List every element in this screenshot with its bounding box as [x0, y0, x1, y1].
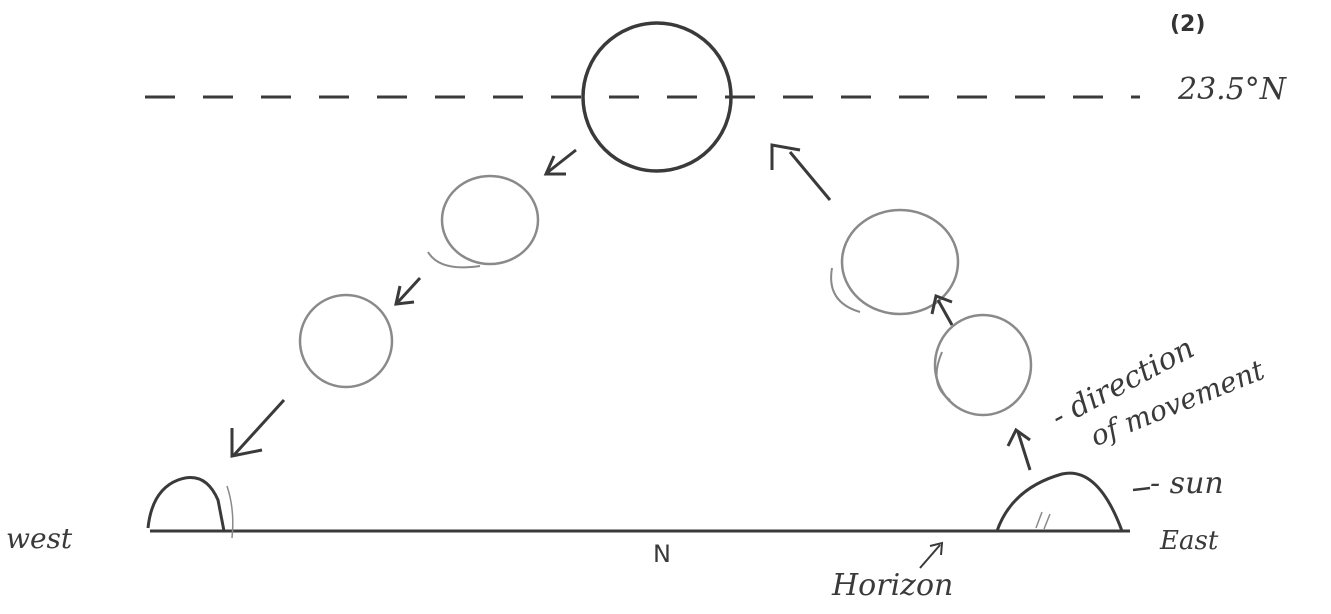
sun-west-mid — [298, 293, 394, 389]
sun-east-mid-shading — [935, 351, 951, 401]
sun-east-high-shading — [830, 267, 861, 313]
arrow-east-3 — [770, 143, 832, 201]
horizon-pointer-arrow — [919, 541, 944, 569]
north-label: N — [653, 540, 671, 568]
sun-setting-west — [146, 476, 226, 532]
arrow-east-2 — [930, 293, 954, 326]
question-number: (2) — [1170, 12, 1206, 37]
horizon-label: Horizon — [832, 568, 954, 603]
east-label: East — [1160, 526, 1219, 556]
latitude-label: 23.5°N — [1178, 72, 1287, 107]
sun-west-high-shading — [427, 251, 481, 269]
arrow-west-3 — [230, 398, 286, 458]
sun-pointer-dash — [1132, 486, 1151, 492]
sun-label: - sun — [1150, 466, 1224, 501]
sun-east-high — [840, 208, 960, 316]
sun-noon — [581, 21, 733, 173]
sun-rising-east-shading — [1035, 511, 1051, 530]
arrow-west-2 — [394, 276, 422, 306]
arrow-east-1 — [1006, 427, 1032, 471]
sun-setting-west-shading — [226, 485, 234, 539]
sun-west-high — [440, 174, 540, 266]
west-label: west — [6, 522, 73, 555]
arrow-west-1 — [543, 148, 577, 176]
sun-east-mid — [933, 313, 1033, 417]
sun-rising-east — [995, 471, 1124, 532]
